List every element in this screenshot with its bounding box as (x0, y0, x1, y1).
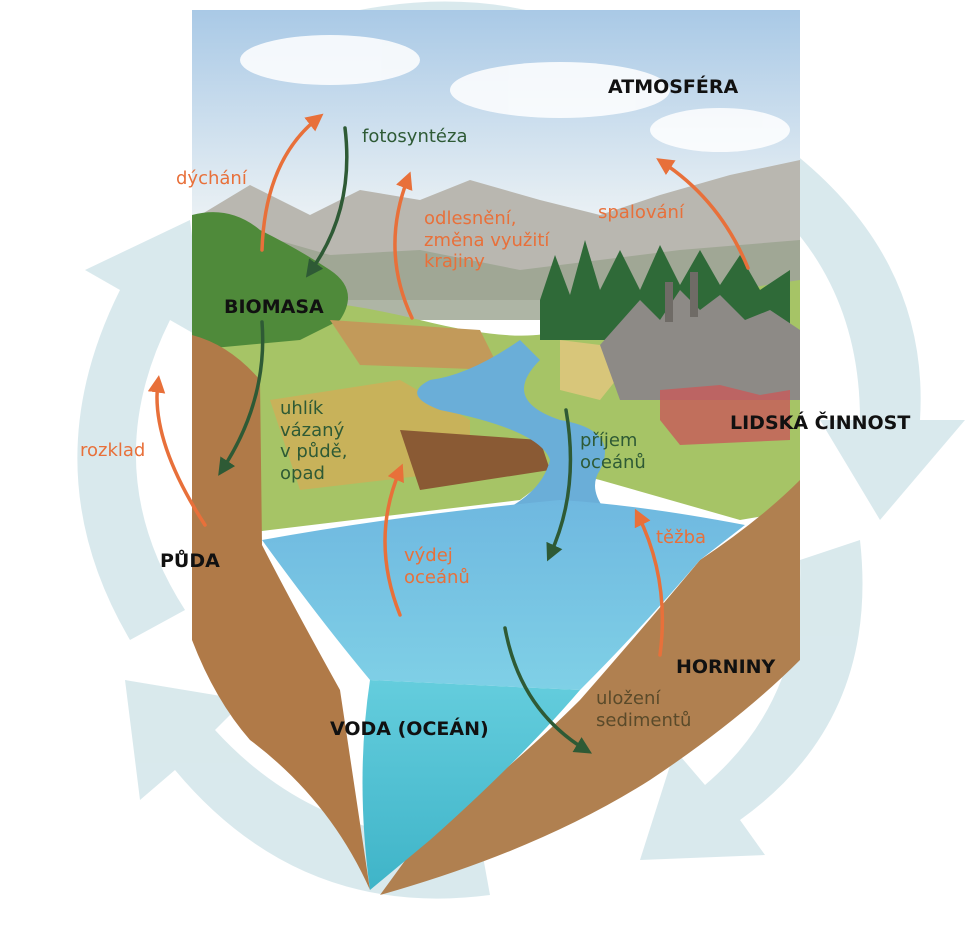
process-label-ocean-release: výdej oceánů (404, 545, 470, 588)
zone-label-biomass: BIOMASA (224, 296, 324, 319)
process-label-mining: těžba (656, 527, 706, 549)
zone-label-ocean: VODA (OCEÁN) (330, 718, 489, 741)
zone-label-rocks: HORNINY (676, 656, 775, 679)
process-label-sedimentation: uložení sedimentů (596, 688, 691, 731)
process-label-combustion: spalování (598, 202, 684, 224)
process-label-soil-carbon: uhlík vázaný v půdě, opad (280, 398, 347, 484)
process-label-photosynthesis: fotosyntéza (362, 126, 467, 148)
process-label-deforestation: odlesnění, změna využití krajiny (424, 208, 549, 273)
zone-label-human-activity: LIDSKÁ ČINNOST (730, 412, 910, 435)
process-label-ocean-uptake: příjem oceánů (580, 430, 646, 473)
process-label-respiration: dýchání (176, 168, 247, 190)
process-label-decomposition: rozklad (80, 440, 145, 462)
zone-label-soil: PŮDA (160, 550, 220, 573)
zone-label-atmosphere: ATMOSFÉRA (608, 76, 738, 99)
